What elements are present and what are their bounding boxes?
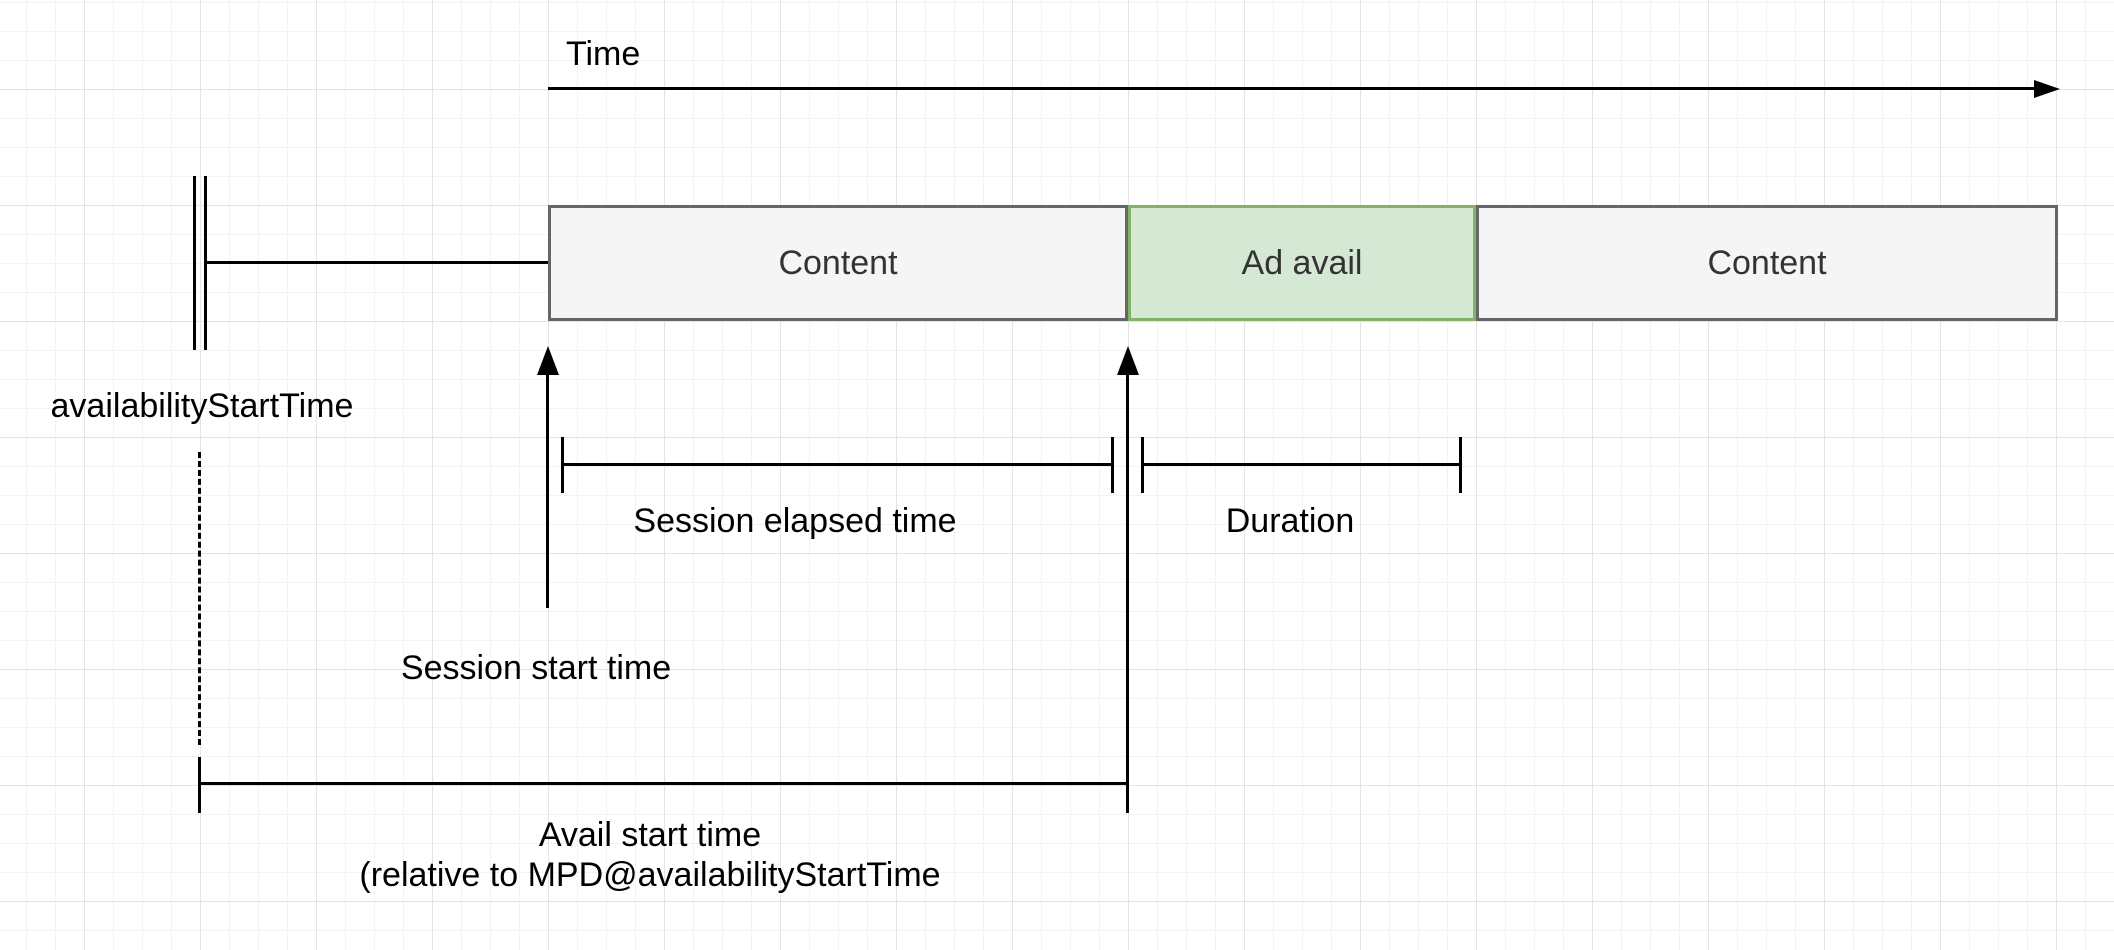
time-axis-arrowhead-icon <box>2034 80 2060 98</box>
avail-start-time-label-line2: (relative to MPD@availabilityStartTime <box>359 856 941 894</box>
duration-left-tick <box>1141 437 1144 493</box>
session-start-arrow-shaft <box>546 370 549 608</box>
session-elapsed-measure-line <box>563 463 1114 466</box>
availability-start-time-label: availabilityStartTime <box>50 387 354 425</box>
duration-right-tick <box>1459 437 1462 493</box>
session-start-arrowhead-icon <box>537 346 559 375</box>
session-start-time-label: Session start time <box>400 649 672 687</box>
content-segment-2-label: Content <box>1707 243 1827 282</box>
avail-start-time-label: Avail start time (relative to MPD@availa… <box>350 815 950 895</box>
ad-avail-segment: Ad avail <box>1128 205 1476 321</box>
session-elapsed-right-tick <box>1111 437 1114 493</box>
availability-start-dashed-line <box>198 452 201 745</box>
content-segment-1-label: Content <box>778 243 898 282</box>
duration-label: Duration <box>1225 502 1355 540</box>
time-axis-line <box>548 87 2040 90</box>
ad-avail-segment-label: Ad avail <box>1241 243 1363 282</box>
time-axis-label: Time <box>566 35 641 73</box>
availability-start-marker-line-1 <box>193 176 196 350</box>
session-elapsed-left-tick <box>561 437 564 493</box>
content-segment-1: Content <box>548 205 1128 321</box>
avail-start-measure-line <box>200 782 1128 785</box>
availability-start-connector-line <box>204 261 548 264</box>
avail-start-time-label-line1: Avail start time <box>538 816 762 854</box>
content-segment-2: Content <box>1476 205 2058 321</box>
avail-start-left-tick <box>198 757 201 813</box>
session-elapsed-time-label: Session elapsed time <box>633 502 957 540</box>
avail-start-arrowhead-icon <box>1117 346 1139 375</box>
duration-measure-line <box>1143 463 1461 466</box>
avail-start-arrow-shaft <box>1126 370 1129 813</box>
